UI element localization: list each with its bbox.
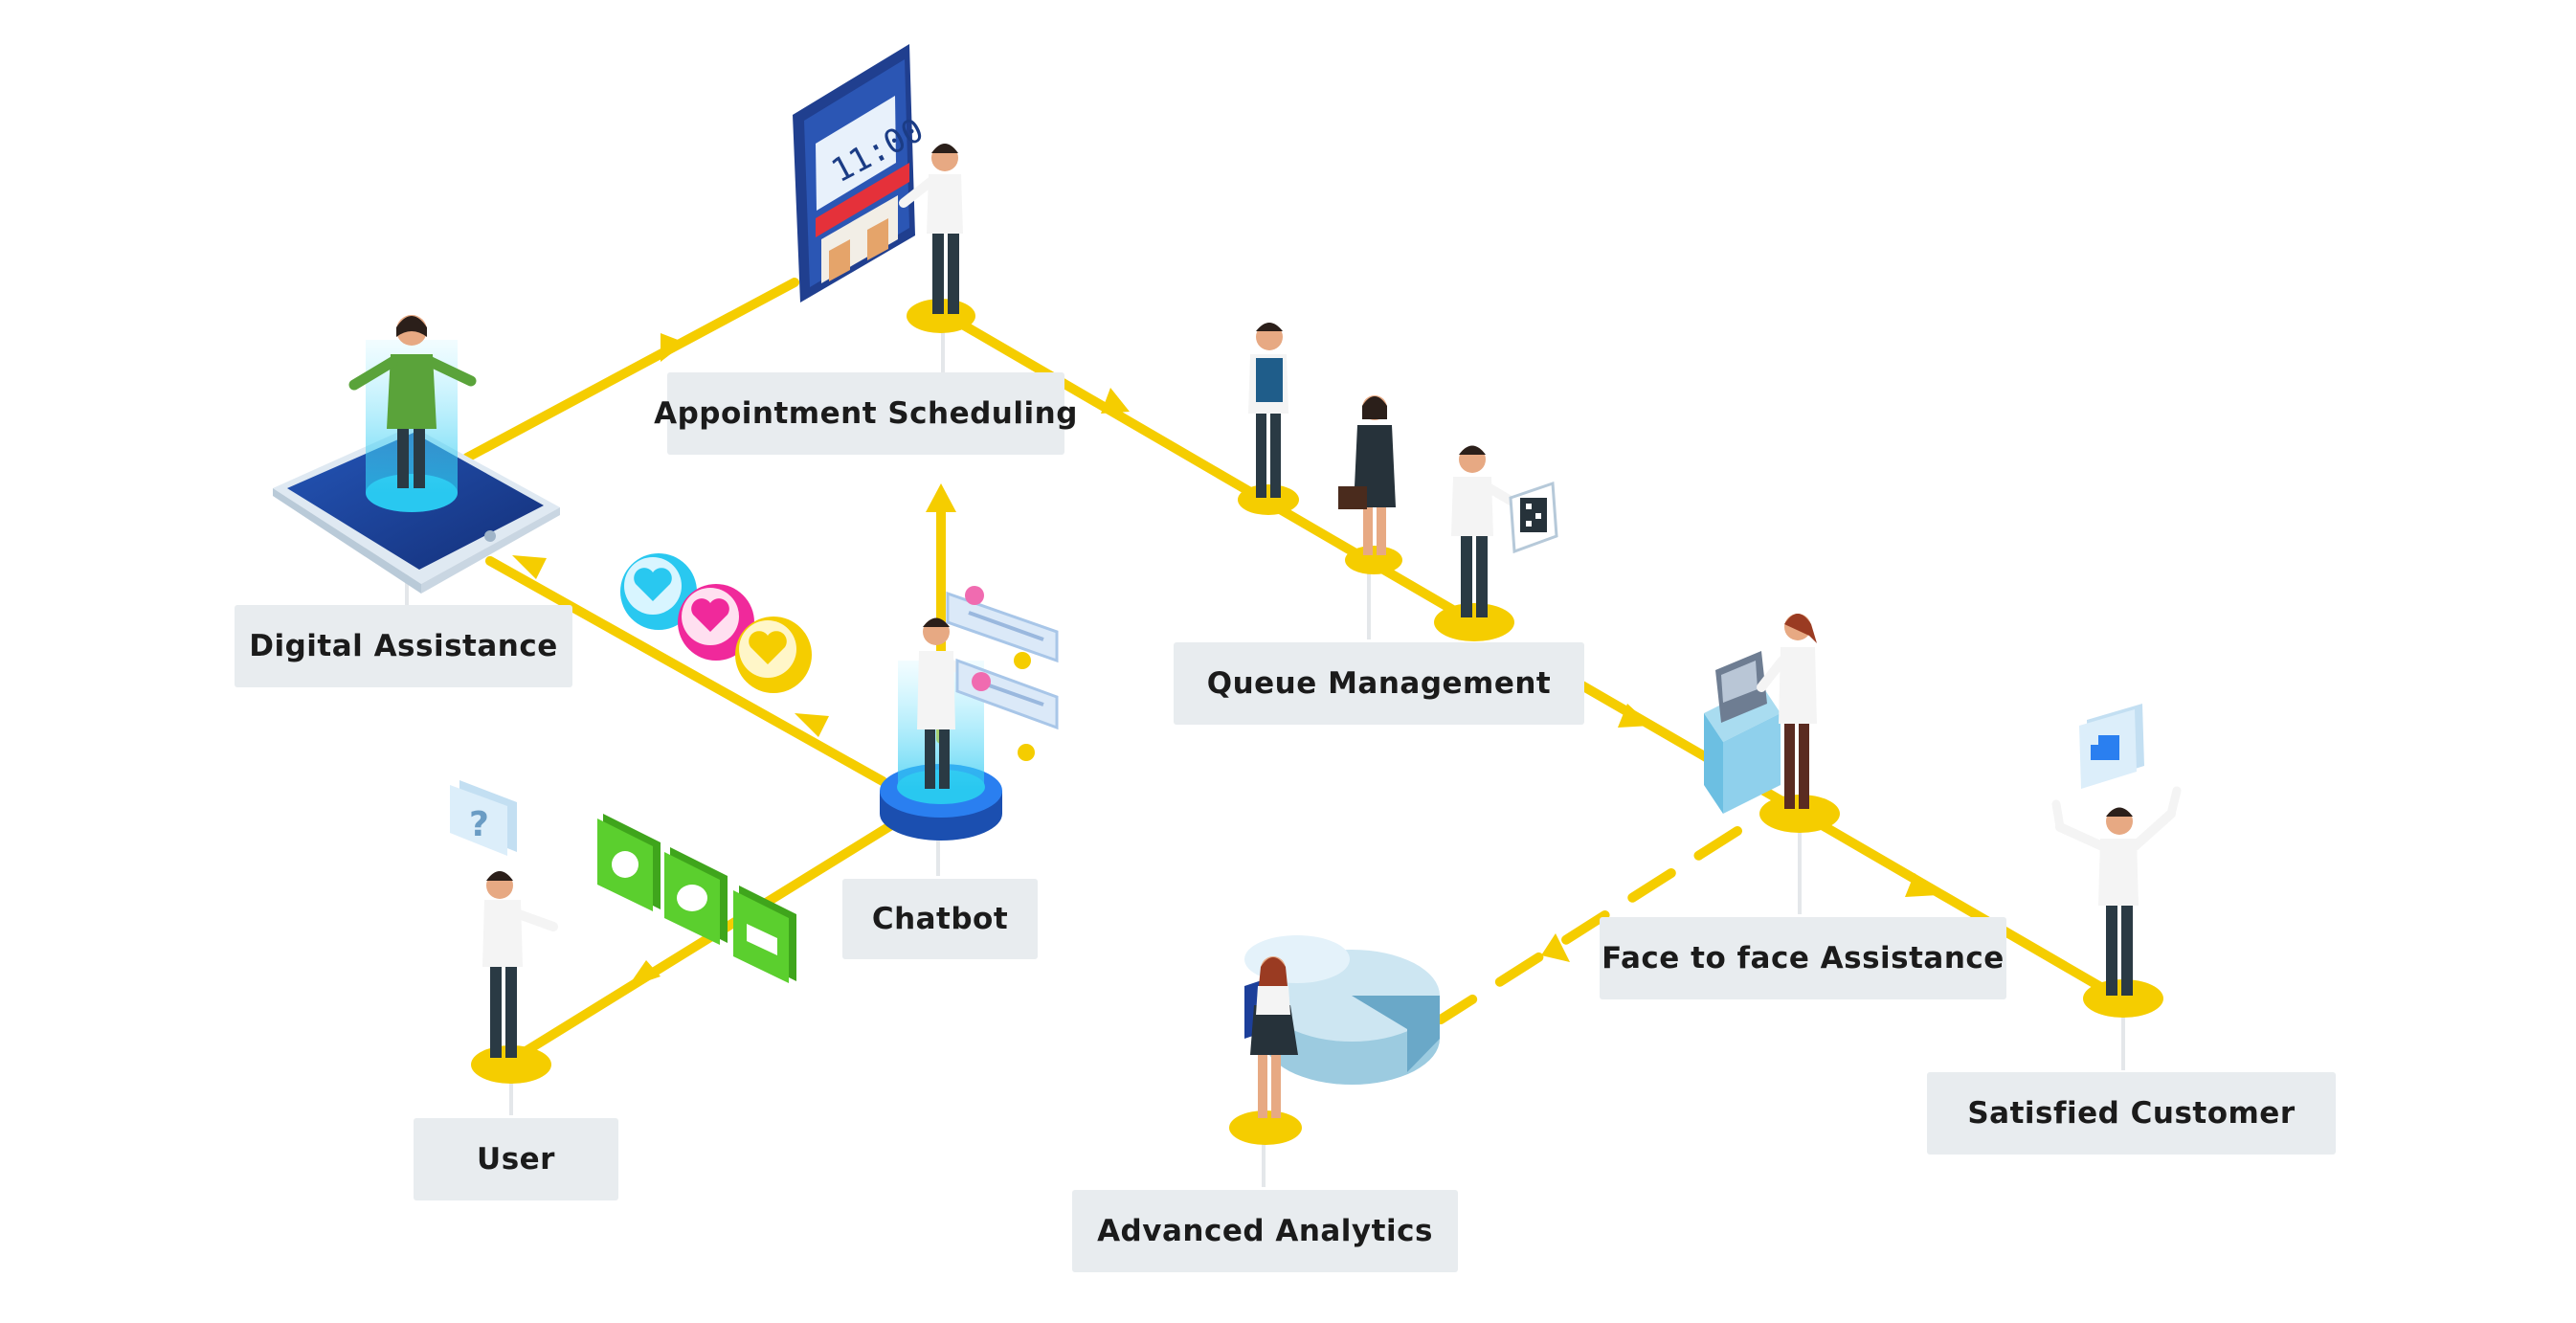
queue-person-1 [1248, 323, 1288, 498]
queue-figures [1248, 323, 1558, 617]
label-queue-management: Queue Management [1174, 642, 1584, 725]
mail-icon [733, 886, 796, 983]
contact-channel-icons [597, 814, 796, 983]
label-text: Digital Assistance [249, 629, 558, 663]
heart-icon [735, 617, 812, 693]
queue-person-2 [1338, 395, 1396, 555]
path-digital-appointment [462, 278, 799, 462]
heart-icon [620, 553, 697, 630]
label-face-to-face-assistance: Face to face Assistance [1600, 917, 2006, 999]
arrow-user-chatbot [627, 960, 661, 988]
svg-text:?: ? [469, 805, 489, 844]
user-figure [482, 871, 558, 1058]
label-text: Queue Management [1206, 666, 1552, 701]
heart-icon [678, 584, 754, 661]
arrow-appointment-queue [1101, 388, 1130, 414]
cashier-figure [1757, 614, 1817, 809]
arrow-face-analytics [1541, 933, 1570, 962]
qr-code-icon [1509, 481, 1558, 554]
question-bubble-icon: ? [450, 780, 517, 856]
label-chatbot: Chatbot [842, 879, 1038, 959]
arrow-face-satisfied [1905, 873, 1938, 897]
path-face-satisfied [1814, 818, 2120, 1000]
arrow-chatbot-digital-1 [795, 713, 829, 737]
phone-icon [597, 814, 661, 911]
label-text: Face to face Assistance [1602, 941, 2005, 975]
path-face-analytics [1436, 826, 1742, 1024]
thumbs-up-icon [2079, 704, 2144, 789]
heart-bubbles [620, 553, 812, 693]
label-user: User [414, 1118, 618, 1200]
analytics-woman-figure [1250, 956, 1298, 1118]
label-text: User [477, 1142, 555, 1177]
chat-icon [664, 847, 728, 945]
tablet-hologram-icon [273, 315, 560, 594]
label-satisfied-customer: Satisfied Customer [1927, 1072, 2336, 1155]
label-appointment-scheduling: Appointment Scheduling [654, 372, 1077, 455]
chat-messages-icon [946, 586, 1059, 761]
path-appointment-queue [943, 311, 1479, 627]
cash-register-icon [1704, 651, 1781, 814]
label-digital-assistance: Digital Assistance [235, 605, 572, 687]
label-text: Advanced Analytics [1097, 1214, 1433, 1248]
label-advanced-analytics: Advanced Analytics [1072, 1190, 1458, 1272]
arrow-chatbot-appointment [926, 483, 956, 512]
satisfied-customer-figure [2051, 786, 2182, 996]
journey-paths [462, 278, 2120, 1067]
chatbot-figure [880, 617, 1002, 841]
queue-person-3 [1451, 445, 1527, 617]
arrow-digital-appointment [661, 333, 685, 362]
label-text: Satisfied Customer [1967, 1096, 2296, 1131]
label-text: Chatbot [871, 902, 1009, 936]
arrow-chatbot-digital-2 [512, 555, 547, 579]
path-arrows [512, 333, 1938, 988]
path-chatbot-digital [485, 556, 887, 786]
label-text: Appointment Scheduling [654, 396, 1078, 431]
clock-store-icon: 11:00 [793, 44, 963, 314]
arrow-queue-face [1618, 704, 1651, 728]
